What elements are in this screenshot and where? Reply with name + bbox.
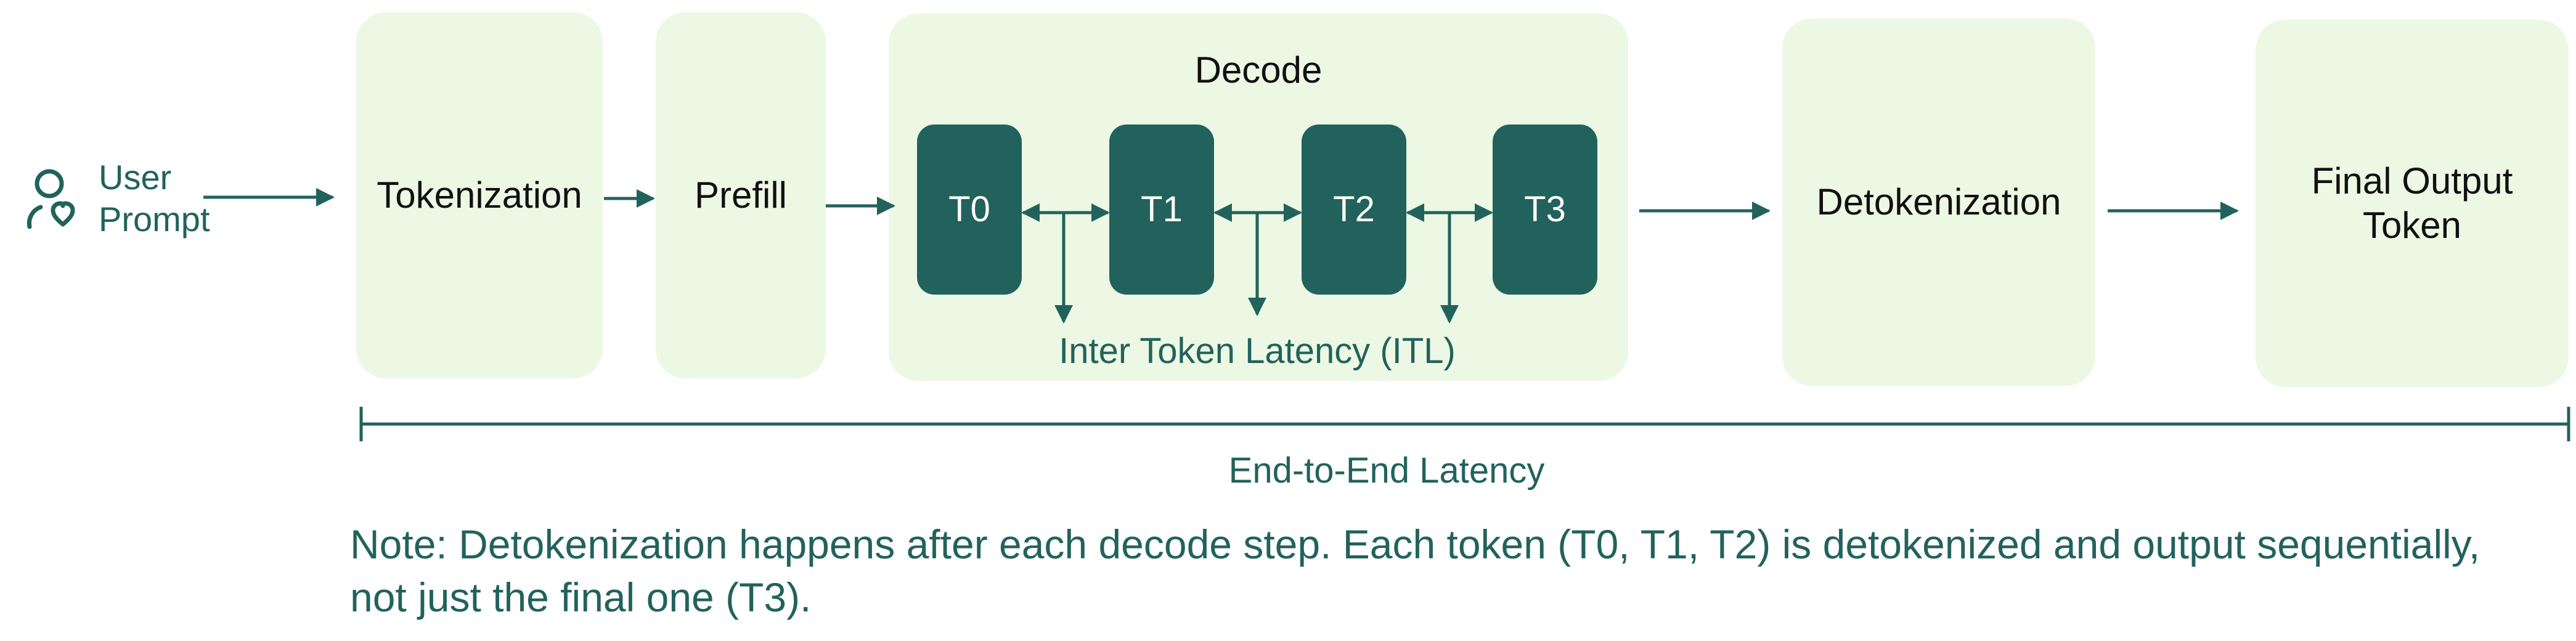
decode-label: Decode (1194, 49, 1323, 91)
detokenization-stage: Detokenization (1782, 18, 2095, 386)
note-text: Note: Detokenization happens after each … (350, 521, 2480, 620)
token-t2-label: T2 (1333, 189, 1375, 229)
user-heart-icon (26, 169, 75, 229)
prefill-stage: Prefill (656, 12, 826, 378)
token-t1-label: T1 (1141, 189, 1183, 229)
end-to-end-latency-bracket (359, 407, 2570, 441)
user-prompt-line-1: User (99, 158, 172, 197)
token-t0-label: T0 (948, 189, 990, 229)
final-output-stage: Final Output Token (2256, 20, 2569, 387)
user-prompt-label: User Prompt (99, 157, 210, 240)
token-t1: T1 (1109, 125, 1214, 295)
token-t0: T0 (917, 125, 1022, 295)
tokenization-stage: Tokenization (356, 12, 603, 378)
token-t3-label: T3 (1524, 189, 1566, 229)
token-t2: T2 (1302, 125, 1406, 295)
end-to-end-latency-label: End-to-End Latency (1228, 451, 1545, 491)
final-output-label: Final Output Token (2311, 160, 2513, 246)
user-prompt-line-2: Prompt (99, 200, 210, 239)
tokenization-label: Tokenization (377, 174, 582, 216)
token-t3: T3 (1493, 125, 1597, 295)
detokenization-label: Detokenization (1816, 181, 2061, 223)
inter-token-latency-label: Inter Token Latency (ITL) (1059, 331, 1456, 371)
prefill-label: Prefill (694, 174, 788, 216)
